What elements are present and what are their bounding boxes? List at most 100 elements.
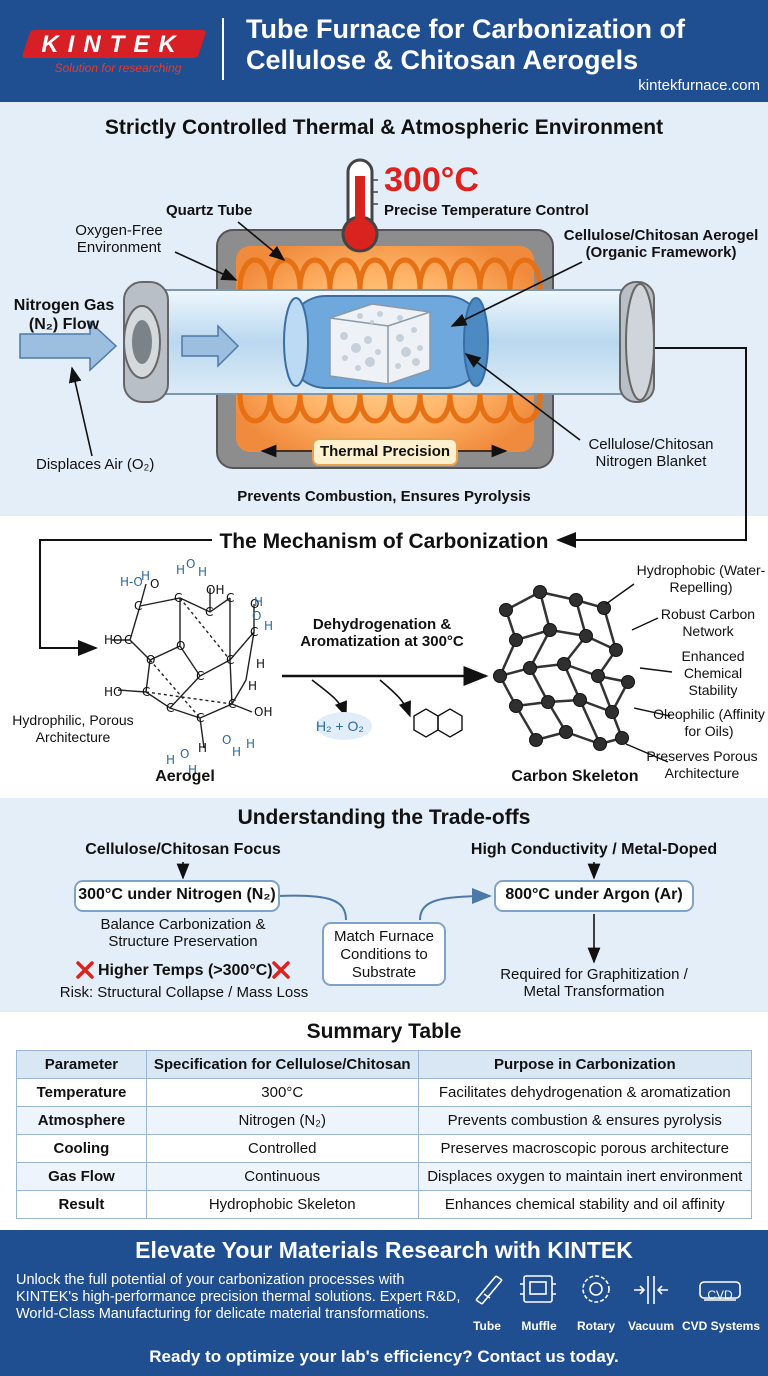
table-cell: Result (16, 1190, 147, 1219)
tradeoffs-title: Understanding the Trade-offs (237, 806, 531, 829)
mechanism-process-label: Dehydrogenation & Aromatization at 300°C (300, 616, 464, 650)
carbon-atom (609, 643, 623, 657)
product-vacuum[interactable]: Vacuum (616, 1316, 686, 1336)
tradeoff-center-box: Match Furnace Conditions to Substrate (322, 922, 446, 986)
product-rotary[interactable]: Rotary (561, 1316, 631, 1336)
svg-text:H: H (246, 737, 255, 751)
carbon-atom (605, 705, 619, 719)
column-header: Specification for Cellulose/Chitosan (145, 1050, 419, 1079)
cta-contact-link[interactable]: Ready to optimize your lab's efficiency?… (149, 1347, 619, 1366)
svg-text:C: C (226, 591, 234, 605)
svg-text:O: O (180, 747, 189, 761)
byproduct-bubble (316, 712, 372, 740)
logo-tagline: Solution for researching (54, 61, 182, 75)
svg-text:H: H (166, 753, 175, 767)
page-title: Tube Furnace for Carbonization of Cellul… (246, 14, 686, 75)
product-cvd-systems[interactable]: CVD Systems (678, 1316, 764, 1336)
table-cell: Hydrophobic Skeleton (145, 1190, 419, 1219)
carbon-atom (579, 629, 593, 643)
thermometer-icon (341, 158, 379, 253)
hydrophilic-label: Hydrophilic, Porous Architecture (12, 712, 134, 745)
carbon-atom (529, 733, 543, 747)
temperature-value: 300°C (384, 161, 479, 199)
svg-text:C: C (205, 605, 213, 619)
svg-text:C: C (196, 669, 204, 683)
svg-text:O: O (222, 733, 231, 747)
product-label: CVD Systems (681, 1319, 761, 1333)
product-tube[interactable]: Tube (452, 1316, 522, 1336)
svg-text:C: C (166, 701, 174, 715)
property-hydrophobic: Hydrophobic (Water-Repelling) (636, 562, 766, 595)
svg-text:C: C (226, 653, 234, 667)
product-muffle[interactable]: Muffle (504, 1316, 574, 1336)
table-cell: Enhances chemical stability and oil affi… (417, 1190, 753, 1219)
header-divider (222, 18, 224, 80)
svg-text:H: H (232, 745, 241, 759)
svg-text:C: C (124, 633, 132, 647)
carbon-atom (509, 699, 523, 713)
table-cell: Controlled (145, 1134, 419, 1163)
product-label: Muffle (521, 1319, 557, 1333)
carbon-skeleton-illustration (493, 585, 635, 751)
tradeoff-left-description: Balance Carbonization & Structure Preser… (100, 916, 266, 950)
header-banner: KINTEK Solution for researching Tube Fur… (0, 0, 768, 102)
tube-furnace-illustration (123, 229, 655, 469)
svg-text:O: O (250, 597, 259, 611)
byproducts-label: H₂ + O₂ (316, 718, 364, 734)
svg-text:O: O (252, 609, 261, 623)
tradeoff-arrows (176, 862, 601, 964)
logo-brand-text: KINTEK (41, 31, 185, 58)
kintek-logo[interactable]: KINTEK Solution for researching (18, 30, 207, 75)
rotary-product-icon (582, 1275, 610, 1303)
skeleton-caption: Carbon Skeleton (511, 768, 639, 785)
svg-text:O: O (146, 653, 155, 667)
carbon-atom (543, 623, 557, 637)
svg-text:H‑O: H‑O (120, 575, 143, 589)
site-link[interactable]: kintekfurnace.com (638, 77, 760, 94)
table-cell: Prevents combustion & ensures pyrolysis (417, 1106, 753, 1135)
table-cell: Displaces oxygen to maintain inert envir… (417, 1162, 753, 1191)
svg-text:OH: OH (254, 705, 272, 719)
svg-text:C: C (196, 711, 204, 725)
carbon-atom (509, 633, 523, 647)
table-cell: Gas Flow (16, 1162, 147, 1191)
table-cell: Temperature (16, 1078, 147, 1107)
table-cell: Nitrogen (N₂) (145, 1106, 419, 1135)
product-label: Tube (473, 1319, 501, 1333)
warning-x-icons (76, 961, 290, 979)
svg-text:C: C (174, 591, 182, 605)
environment-title: Strictly Controlled Thermal & Atmospheri… (104, 116, 664, 139)
risk-label: Risk: Structural Collapse / Mass Loss (59, 984, 309, 1001)
svg-text:O: O (186, 557, 195, 571)
naphthalene-icon (413, 708, 463, 738)
tradeoff-right-box: 800°C under Argon (Ar) (494, 880, 694, 912)
tradeoff-left-heading: Cellulose/Chitosan Focus (85, 841, 281, 858)
cvd-icon-text: CVD (707, 1288, 733, 1302)
connector-left-center (277, 894, 347, 921)
table-cell: Cooling (16, 1134, 147, 1163)
svg-text:O: O (150, 577, 159, 591)
nitrogen-blanket-label: Cellulose/Chitosan Nitrogen Blanket (588, 436, 714, 470)
vacuum-product-icon (634, 1276, 668, 1304)
aerogel-framework-label: Cellulose/Chitosan Aerogel (Organic Fram… (563, 227, 759, 261)
tradeoff-right-description: Required for Graphitization / Metal Tran… (500, 966, 688, 1000)
table-header-row: Parameter Specification for Cellulose/Ch… (16, 1050, 753, 1079)
svg-text:H: H (141, 569, 150, 583)
cvd-product-icon (699, 1281, 741, 1301)
tube-product-icon (475, 1275, 503, 1305)
carbon-atom (523, 661, 537, 675)
carbon-bond (528, 629, 552, 669)
displaces-air-label: Displaces Air (O₂) (36, 456, 155, 473)
svg-text:H: H (248, 679, 257, 693)
cta-body: Unlock the full potential of your carbon… (16, 1272, 461, 1322)
svg-text:OH: OH (206, 583, 224, 597)
cta-title: Elevate Your Materials Research with KIN… (135, 1237, 633, 1263)
carbon-atom (557, 657, 571, 671)
tradeoff-left-box: 300°C under Nitrogen (N₂) (74, 880, 280, 912)
svg-text:H: H (198, 565, 207, 579)
